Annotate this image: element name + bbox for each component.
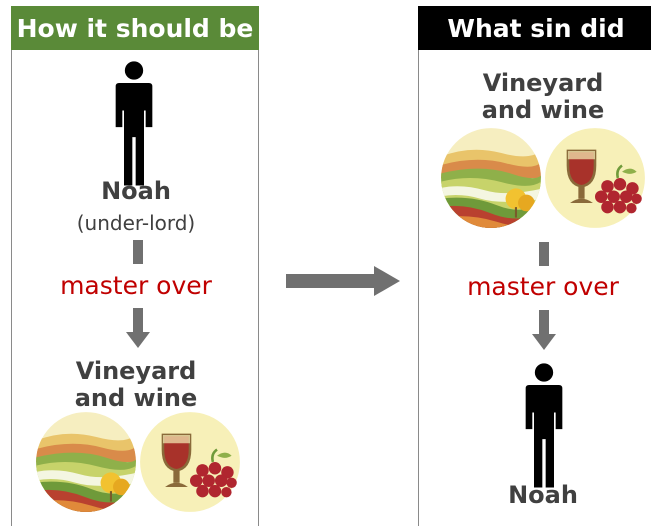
connector-line [133, 240, 143, 264]
vineyard-icon [439, 126, 543, 230]
relation-label: master over [60, 271, 212, 300]
object-label: Vineyard and wine [419, 70, 651, 124]
person-role: (under-lord) [76, 211, 196, 235]
vineyard-icon [34, 410, 138, 514]
right-panel-header: What sin did [418, 6, 651, 50]
object-label: Vineyard and wine [12, 358, 260, 412]
left-panel: How it should be Noah (under-lord) maste… [11, 6, 259, 526]
arrow-down-icon [532, 310, 556, 350]
left-panel-header: How it should be [11, 6, 259, 50]
person-name: Noah [101, 177, 171, 205]
relation-label: master over [467, 272, 619, 301]
arrow-right-icon [286, 266, 400, 296]
wine-grapes-icon [138, 410, 242, 514]
connector-line [539, 242, 549, 266]
person-name: Noah [508, 481, 578, 509]
person-icon [519, 362, 569, 488]
right-panel: What sin did Vineyard and wine master ov… [418, 6, 651, 526]
person-icon [109, 60, 159, 186]
object-label-line2: and wine [74, 384, 198, 412]
wine-grapes-icon [543, 126, 647, 230]
object-label-line1: Vineyard [482, 69, 604, 97]
object-label-line1: Vineyard [75, 357, 197, 385]
arrow-down-icon [126, 308, 150, 348]
object-label-line2: and wine [481, 96, 605, 124]
